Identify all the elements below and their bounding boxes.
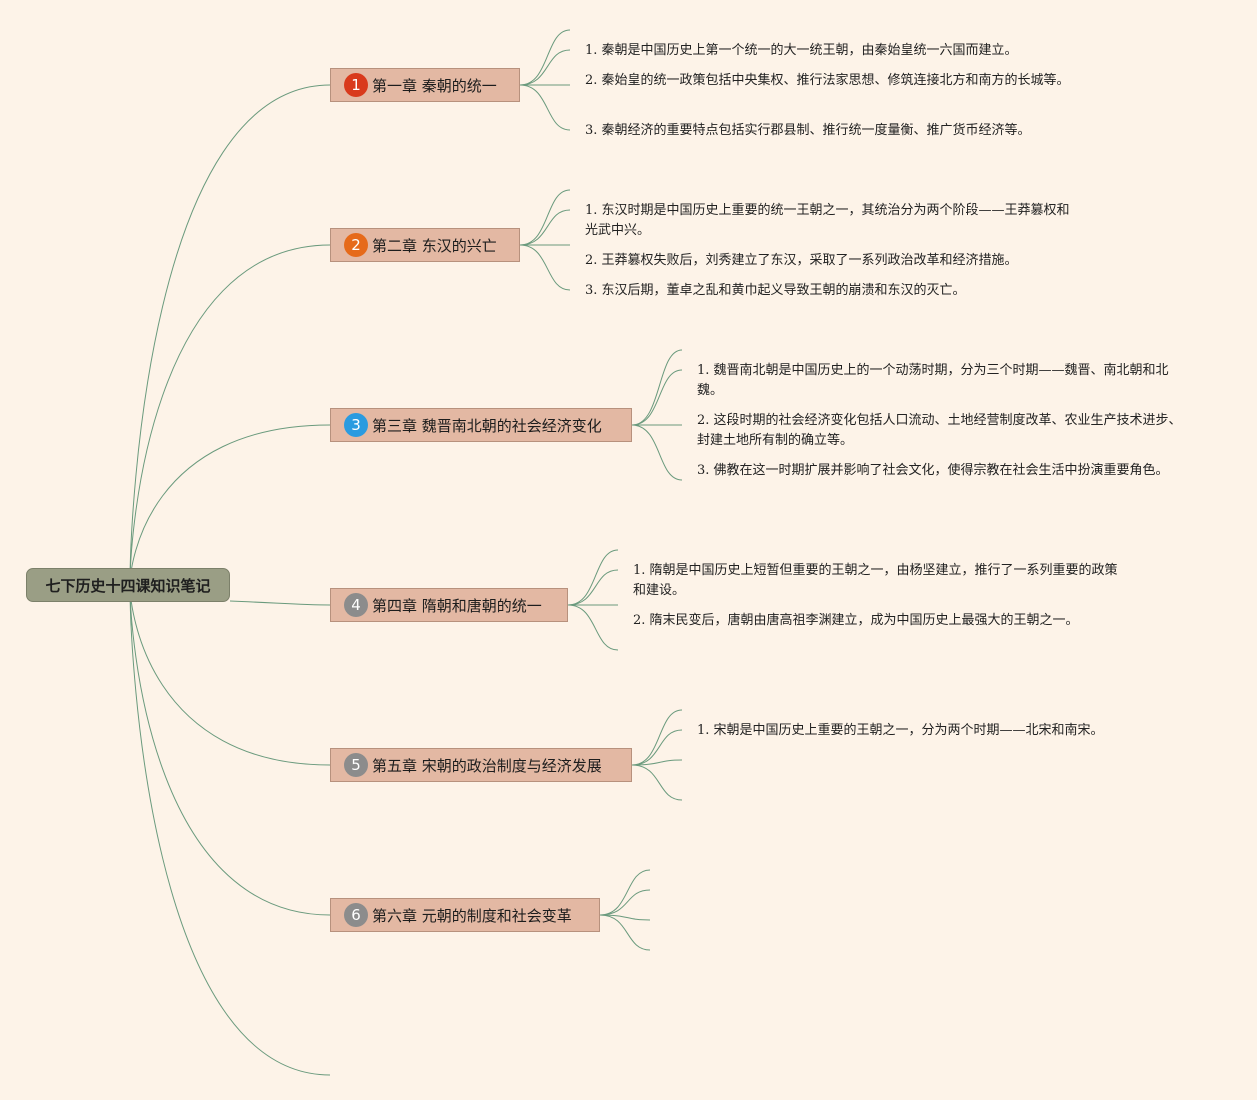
chapter-4-point-2[interactable]: 2. 隋末民变后，唐朝由唐高祖李渊建立，成为中国历史上最强大的王朝之一。 — [633, 613, 1079, 628]
chapter-2-link-4 — [519, 244, 571, 291]
chapter-title: 第一章 秦朝的统一 — [372, 76, 497, 95]
chapter-title: 第四章 隋朝和唐朝的统一 — [372, 596, 542, 615]
chapter-2-point-1[interactable]: 1. 东汉时期是中国历史上重要的统一王朝之一，其统治分为两个阶段——王莽篡权和光… — [585, 203, 1070, 238]
root-link-2 — [129, 244, 331, 586]
root-topic[interactable]: 七下历史十四课知识笔记 — [26, 568, 230, 602]
root-link-3 — [129, 424, 331, 586]
chapter-node-3[interactable]: 3 第三章 魏晋南北朝的社会经济变化 — [330, 408, 632, 442]
chapter-6-link-4 — [599, 914, 651, 951]
chapter-node-4[interactable]: 4 第四章 隋朝和唐朝的统一 — [330, 588, 568, 622]
chapter-1-link-1 — [519, 29, 571, 86]
chapter-5-point-1[interactable]: 1. 宋朝是中国历史上重要的王朝之一，分为两个时期——北宋和南宋。 — [697, 723, 1104, 738]
chapter-1-point-1[interactable]: 1. 秦朝是中国历史上第一个统一的大一统王朝，由秦始皇统一六国而建立。 — [585, 43, 1018, 58]
root-topic-label: 七下历史十四课知识笔记 — [45, 576, 211, 595]
chapter-4-link-4 — [567, 604, 619, 651]
chapter-2-link-2 — [519, 209, 571, 246]
chapter-title: 第二章 东汉的兴亡 — [372, 236, 497, 255]
chapter-title: 第五章 宋朝的政治制度与经济发展 — [372, 756, 602, 775]
chapter-node-1[interactable]: 1 第一章 秦朝的统一 — [330, 68, 520, 102]
chapter-number-badge: 2 — [344, 233, 368, 257]
chapter-2-point-3[interactable]: 3. 东汉后期，董卓之乱和黄巾起义导致王朝的崩溃和东汉的灭亡。 — [585, 283, 966, 298]
chapter-3-point-2[interactable]: 2. 这段时期的社会经济变化包括人口流动、土地经营制度改革、农业生产技术进步、封… — [697, 413, 1182, 448]
chapter-6-link-1 — [599, 869, 651, 916]
root-link-5 — [129, 584, 331, 766]
chapter-5-link-3 — [631, 759, 683, 766]
chapter-4-link-1 — [567, 549, 619, 606]
root-link-4 — [229, 600, 331, 606]
chapter-3-link-2 — [631, 369, 683, 426]
chapter-2-point-2[interactable]: 2. 王莽篡权失败后，刘秀建立了东汉，采取了一系列政治改革和经济措施。 — [585, 253, 1018, 268]
chapter-5-link-1 — [631, 709, 683, 766]
chapter-node-5[interactable]: 5 第五章 宋朝的政治制度与经济发展 — [330, 748, 632, 782]
chapter-4-link-2 — [567, 569, 619, 606]
root-link-1 — [129, 84, 331, 586]
root-link-6 — [129, 584, 331, 916]
chapter-node-2[interactable]: 2 第二章 东汉的兴亡 — [330, 228, 520, 262]
chapter-2-link-1 — [519, 189, 571, 246]
chapter-5-link-4 — [631, 764, 683, 801]
chapter-number-badge: 4 — [344, 593, 368, 617]
chapter-3-link-4 — [631, 424, 683, 481]
chapter-5-link-2 — [631, 729, 683, 766]
chapter-6-link-2 — [599, 889, 651, 916]
chapter-1-point-3[interactable]: 3. 秦朝经济的重要特点包括实行郡县制、推行统一度量衡、推广货币经济等。 — [585, 123, 1031, 138]
chapter-number-badge: 6 — [344, 903, 368, 927]
chapter-1-link-4 — [519, 84, 571, 131]
chapter-1-point-2[interactable]: 2. 秦始皇的统一政策包括中央集权、推行法家思想、修筑连接北方和南方的长城等。 — [585, 73, 1070, 88]
chapter-title: 第六章 元朝的制度和社会变革 — [372, 906, 572, 925]
chapter-number-badge: 1 — [344, 73, 368, 97]
chapter-3-link-1 — [631, 349, 683, 426]
chapter-3-point-1[interactable]: 1. 魏晋南北朝是中国历史上的一个动荡时期，分为三个时期——魏晋、南北朝和北魏。 — [697, 363, 1169, 398]
chapter-4-point-1[interactable]: 1. 隋朝是中国历史上短暂但重要的王朝之一，由杨坚建立，推行了一系列重要的政策和… — [633, 563, 1118, 598]
chapter-title: 第三章 魏晋南北朝的社会经济变化 — [372, 416, 602, 435]
chapter-1-link-2 — [519, 49, 571, 86]
chapter-number-badge: 3 — [344, 413, 368, 437]
chapter-number-badge: 5 — [344, 753, 368, 777]
chapter-3-point-3[interactable]: 3. 佛教在这一时期扩展并影响了社会文化，使得宗教在社会生活中扮演重要角色。 — [697, 463, 1169, 478]
root-link-7 — [129, 584, 331, 1076]
chapter-node-6[interactable]: 6 第六章 元朝的制度和社会变革 — [330, 898, 600, 932]
